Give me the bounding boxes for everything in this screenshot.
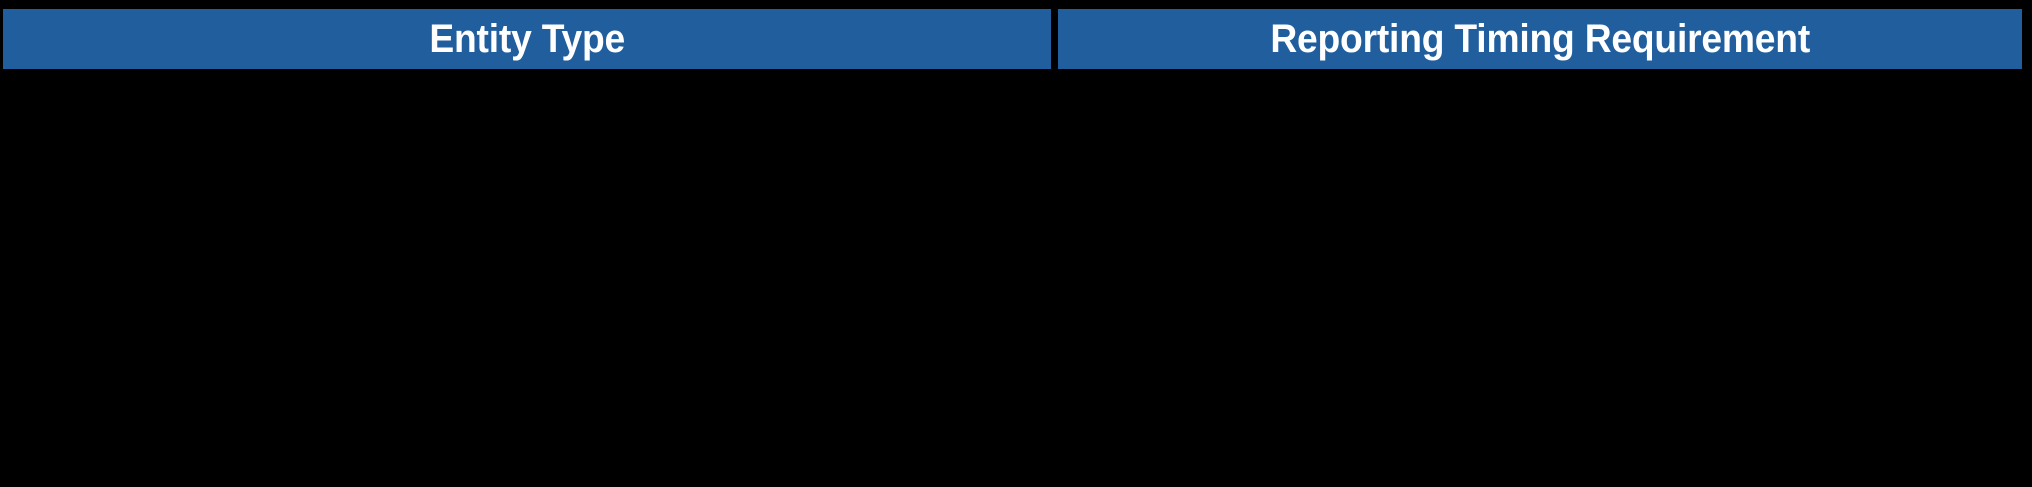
table-header-cell-reporting-timing-requirement[interactable]: Reporting Timing Requirement (1058, 9, 2022, 69)
table-body-column-reporting-timing-requirement (1058, 69, 2022, 487)
table-body (3, 69, 2022, 487)
table-header-label-entity-type: Entity Type (429, 17, 625, 61)
table-header-row: Entity Type Reporting Timing Requirement (3, 9, 2022, 69)
table-header-label-reporting-timing-requirement: Reporting Timing Requirement (1270, 17, 1810, 61)
table-header-cell-entity-type[interactable]: Entity Type (3, 9, 1051, 69)
column-divider (1051, 9, 1058, 69)
table-body-column-entity-type (3, 69, 1051, 487)
